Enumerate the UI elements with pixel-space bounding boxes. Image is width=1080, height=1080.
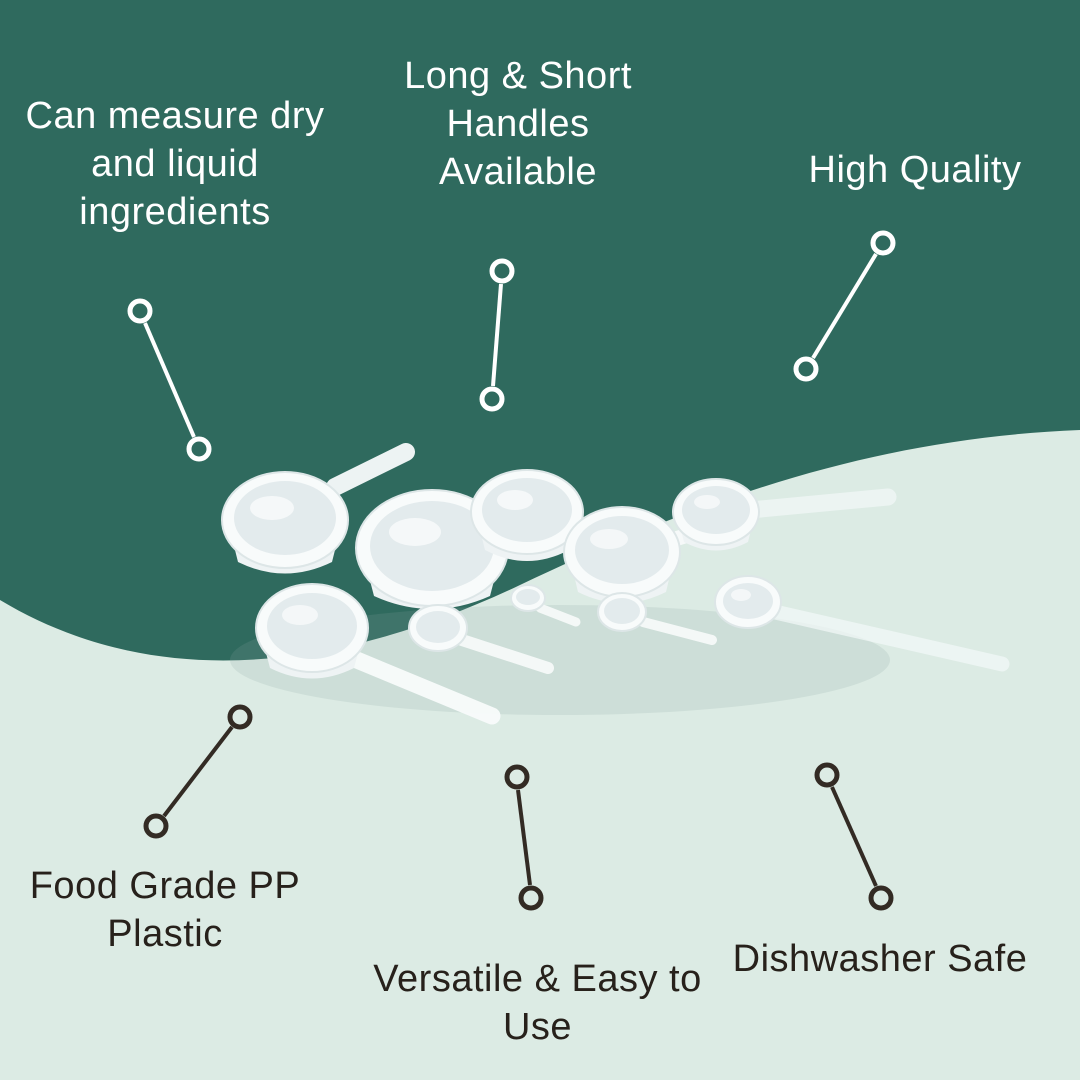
- connector-versatile: [504, 764, 544, 911]
- scoop-cup: [355, 489, 564, 609]
- callout-line: Long & Short: [404, 55, 632, 97]
- scoop-spoon: [597, 592, 717, 645]
- callout-line: Plastic: [107, 913, 223, 955]
- callout-line: Handles: [446, 103, 590, 145]
- callout-line: Available: [438, 151, 598, 193]
- scoop-handle: [741, 488, 897, 519]
- callout-line: Dishwasher Safe: [732, 938, 1028, 980]
- callout-handle-options: Long & Short Handles Available: [368, 52, 668, 196]
- callout-versatile: Versatile & Easy to Use: [350, 955, 725, 1051]
- callout-food-grade: Food Grade PP Plastic: [10, 862, 320, 958]
- product-shadow: [230, 605, 890, 715]
- connector-measure: [127, 298, 212, 462]
- scoop-spoon: [714, 575, 782, 629]
- scoop-cup: [672, 478, 760, 551]
- callout-line: Food Grade PP: [29, 865, 301, 907]
- callout-line: High Quality: [808, 149, 1022, 191]
- callout-line: and liquid: [91, 143, 259, 185]
- scoop-handle: [767, 604, 1010, 672]
- callout-line: Use: [502, 1006, 573, 1048]
- connector-quality: [793, 230, 896, 382]
- scoop-cup: [563, 506, 744, 603]
- connector-food-grade: [143, 704, 253, 839]
- callout-line: Can measure dry: [25, 95, 325, 137]
- scoop-cup: [221, 443, 415, 574]
- scoop-cup: [470, 469, 636, 564]
- callout-dishwasher-safe: Dishwasher Safe: [700, 935, 1060, 983]
- scoop-spoon: [408, 604, 554, 674]
- scoop-spoon: [510, 584, 581, 627]
- callout-measure-ingredients: Can measure dry and liquid ingredients: [10, 92, 340, 236]
- connector-dishwasher: [814, 762, 894, 911]
- callout-high-quality: High Quality: [760, 146, 1070, 194]
- callout-line: ingredients: [79, 191, 271, 233]
- connector-handles: [479, 258, 515, 412]
- scoop-cup: [255, 583, 501, 725]
- callout-line: Versatile & Easy to: [373, 958, 702, 1000]
